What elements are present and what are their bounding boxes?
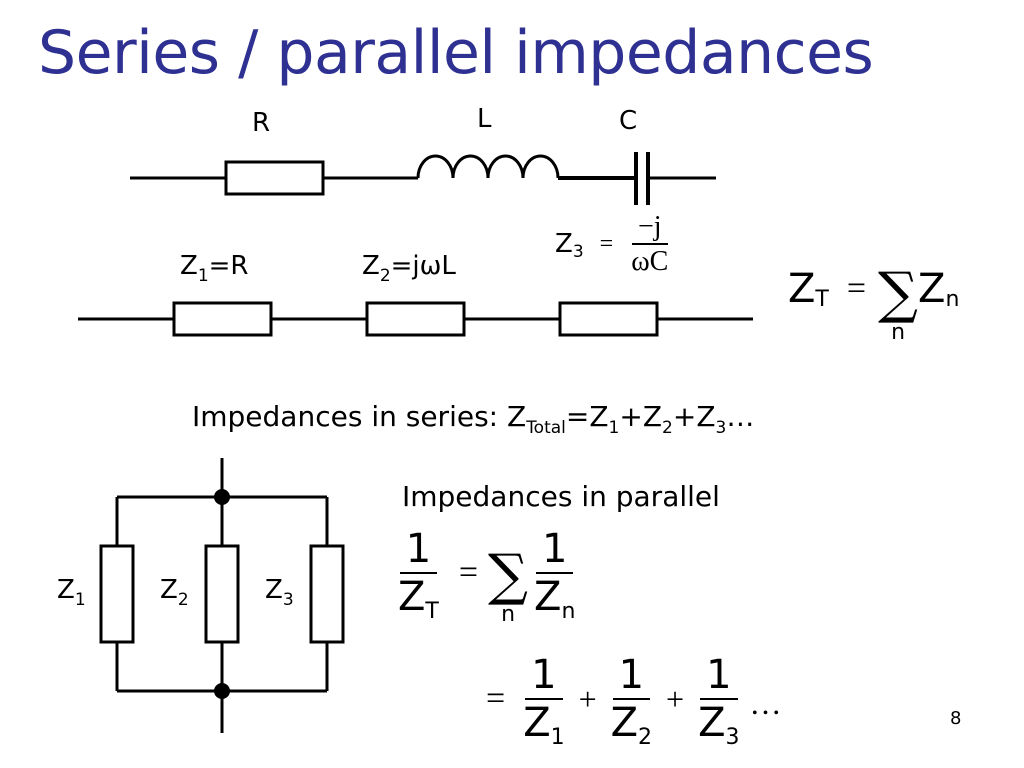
parallel-z2-box (204, 544, 240, 644)
resistor-symbol (224, 160, 325, 196)
parallel-z3-box (309, 544, 345, 644)
inductor-symbol (416, 154, 560, 179)
label-l: L (477, 104, 492, 134)
impedance-series-circuit (78, 301, 753, 337)
label-z1-eq: Z1=R (180, 251, 249, 286)
z1-box (172, 301, 273, 337)
parallel-label-z1: Z1 (57, 575, 86, 610)
parallel-label-z2: Z2 (160, 575, 189, 610)
z2-box (365, 301, 466, 337)
parallel-sum-formula: 1 ZT = ∑ n 1 Zn (398, 526, 576, 627)
junction-top (214, 489, 230, 505)
page-title: Series / parallel impedances (38, 18, 874, 88)
page-number: 8 (950, 708, 962, 729)
parallel-expanded-formula: = 1 Z1 + 1 Z2 + 1 Z3 … (486, 652, 782, 750)
label-z2-eq: Z2=jωL (362, 251, 456, 286)
parallel-label-z3: Z3 (265, 575, 294, 610)
z3-box (558, 301, 659, 337)
parallel-heading: Impedances in parallel (402, 480, 720, 513)
parallel-z1-box (99, 544, 135, 644)
junction-bottom (214, 683, 230, 699)
rlc-series-circuit (130, 152, 716, 205)
label-c: C (619, 106, 638, 136)
label-r: R (252, 108, 271, 138)
series-description: Impedances in series: ZTotal=Z1+Z2+Z3… (192, 400, 755, 438)
